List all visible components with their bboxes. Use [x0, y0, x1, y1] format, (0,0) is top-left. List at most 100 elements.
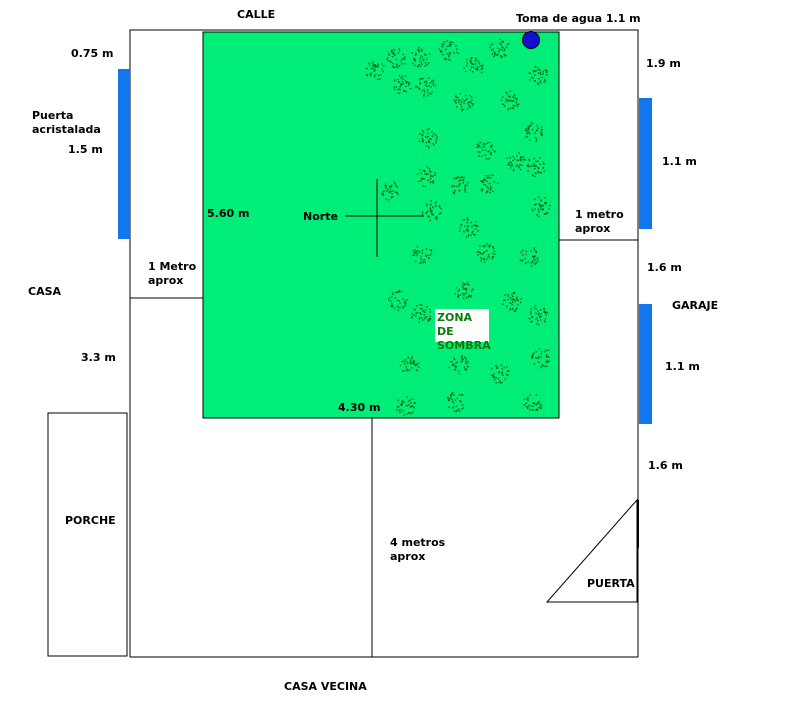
shrub-dot	[382, 191, 384, 193]
shrub-dot	[492, 174, 494, 176]
shrub-dot	[537, 323, 540, 326]
shrub-dot	[420, 61, 423, 64]
shrub-dot	[452, 184, 454, 187]
shrub-dot	[537, 310, 539, 312]
shrub-dot	[546, 359, 549, 362]
shrub-dot	[535, 312, 537, 314]
shrub-dot	[425, 316, 428, 319]
shrub-dot	[510, 167, 512, 169]
shrub-dot	[399, 307, 401, 309]
shrub-dot	[487, 245, 489, 247]
shrub-dot	[427, 132, 429, 135]
shrub-dot	[413, 251, 415, 254]
shrub-dot	[400, 290, 403, 293]
shrub-dot	[531, 357, 533, 360]
shrub-dot	[391, 305, 394, 307]
shrub-dot	[451, 400, 454, 403]
shrub-dot	[511, 308, 514, 310]
shrub-dot	[384, 183, 387, 185]
shrub-dot	[486, 190, 488, 192]
shrub-dot	[399, 89, 401, 91]
shrub-dot	[389, 300, 392, 302]
shrub-dot	[538, 203, 540, 205]
shrub-dot	[483, 251, 486, 253]
shrub-dot	[489, 186, 492, 188]
shrub-dot	[513, 298, 516, 301]
shrub-dot	[418, 87, 420, 89]
shrub-dot	[482, 253, 484, 255]
shrub-dot	[418, 51, 420, 53]
shrub-dot	[540, 128, 542, 131]
shrub-dot	[510, 99, 512, 102]
shrub-dot	[545, 349, 547, 351]
shrub-dot	[496, 367, 498, 370]
shrub-dot	[426, 64, 428, 66]
shrub-dot	[372, 68, 374, 70]
shrub-dot	[420, 177, 423, 180]
shrub-dot	[526, 132, 528, 135]
shrub-dot	[469, 106, 472, 109]
shrub-dot	[435, 218, 438, 221]
shrub-dot	[429, 82, 432, 84]
shrub-dot	[470, 296, 472, 298]
shrub-dot	[542, 161, 545, 163]
shrub-dot	[540, 206, 542, 208]
shrub-dot	[502, 96, 504, 98]
shrub-dot	[480, 68, 483, 71]
shrub-dot	[533, 80, 536, 82]
shrub-dot	[483, 183, 485, 186]
shrub-dot	[507, 43, 509, 45]
shrub-dot	[399, 302, 401, 304]
shrub-dot	[525, 402, 528, 404]
shrub-dot	[455, 405, 458, 407]
shrub-dot	[487, 256, 489, 258]
shrub-dot	[478, 155, 480, 157]
shrub-dot	[449, 45, 451, 47]
shrub-dot	[445, 58, 448, 61]
shrub-dot	[478, 145, 481, 147]
shrub-dot	[524, 159, 526, 161]
shrub-dot	[485, 175, 487, 177]
shrub-dot	[489, 189, 492, 191]
shrub-dot	[428, 128, 430, 130]
shrub-dot	[459, 179, 462, 181]
shrub-dot	[424, 136, 427, 138]
shrub-dot	[509, 308, 511, 310]
shrub-dot	[514, 97, 516, 99]
shrub-dot	[540, 208, 542, 210]
shrub-dot	[436, 215, 438, 218]
shrub-dot	[448, 54, 450, 56]
shrub-dot	[453, 369, 456, 371]
shrub-dot	[522, 159, 524, 161]
shrub-dot	[483, 246, 486, 248]
shrub-dot	[429, 203, 432, 205]
shrub-dot	[472, 63, 474, 65]
shrub-dot	[538, 406, 540, 408]
shrub-dot	[373, 70, 375, 72]
shrub-dot	[453, 410, 455, 412]
shrub-dot	[497, 182, 499, 185]
shrub-dot	[457, 52, 459, 55]
shrub-dot	[415, 86, 417, 88]
shrub-dot	[513, 291, 516, 294]
shrub-dot	[471, 232, 473, 234]
shrub-dot	[544, 80, 546, 82]
shrub-dot	[511, 293, 513, 296]
shrub-dot	[544, 202, 546, 204]
shrub-dot	[404, 304, 407, 306]
shrub-dot	[452, 42, 454, 44]
shrub-dot	[531, 320, 533, 323]
shrub-dot	[398, 290, 401, 292]
shrub-dot	[395, 291, 397, 294]
shrub-dot	[375, 65, 377, 67]
shrub-dot	[541, 209, 544, 211]
shrub-dot	[541, 129, 544, 131]
shrub-dot	[426, 58, 428, 61]
shrub-dot	[500, 364, 503, 366]
shrub-dot	[421, 260, 423, 263]
shrub-dot	[531, 174, 534, 176]
shrub-dot	[464, 368, 466, 371]
shrub-dot	[483, 142, 485, 145]
shrub-dot	[530, 405, 532, 407]
shrub-dot	[392, 66, 394, 68]
